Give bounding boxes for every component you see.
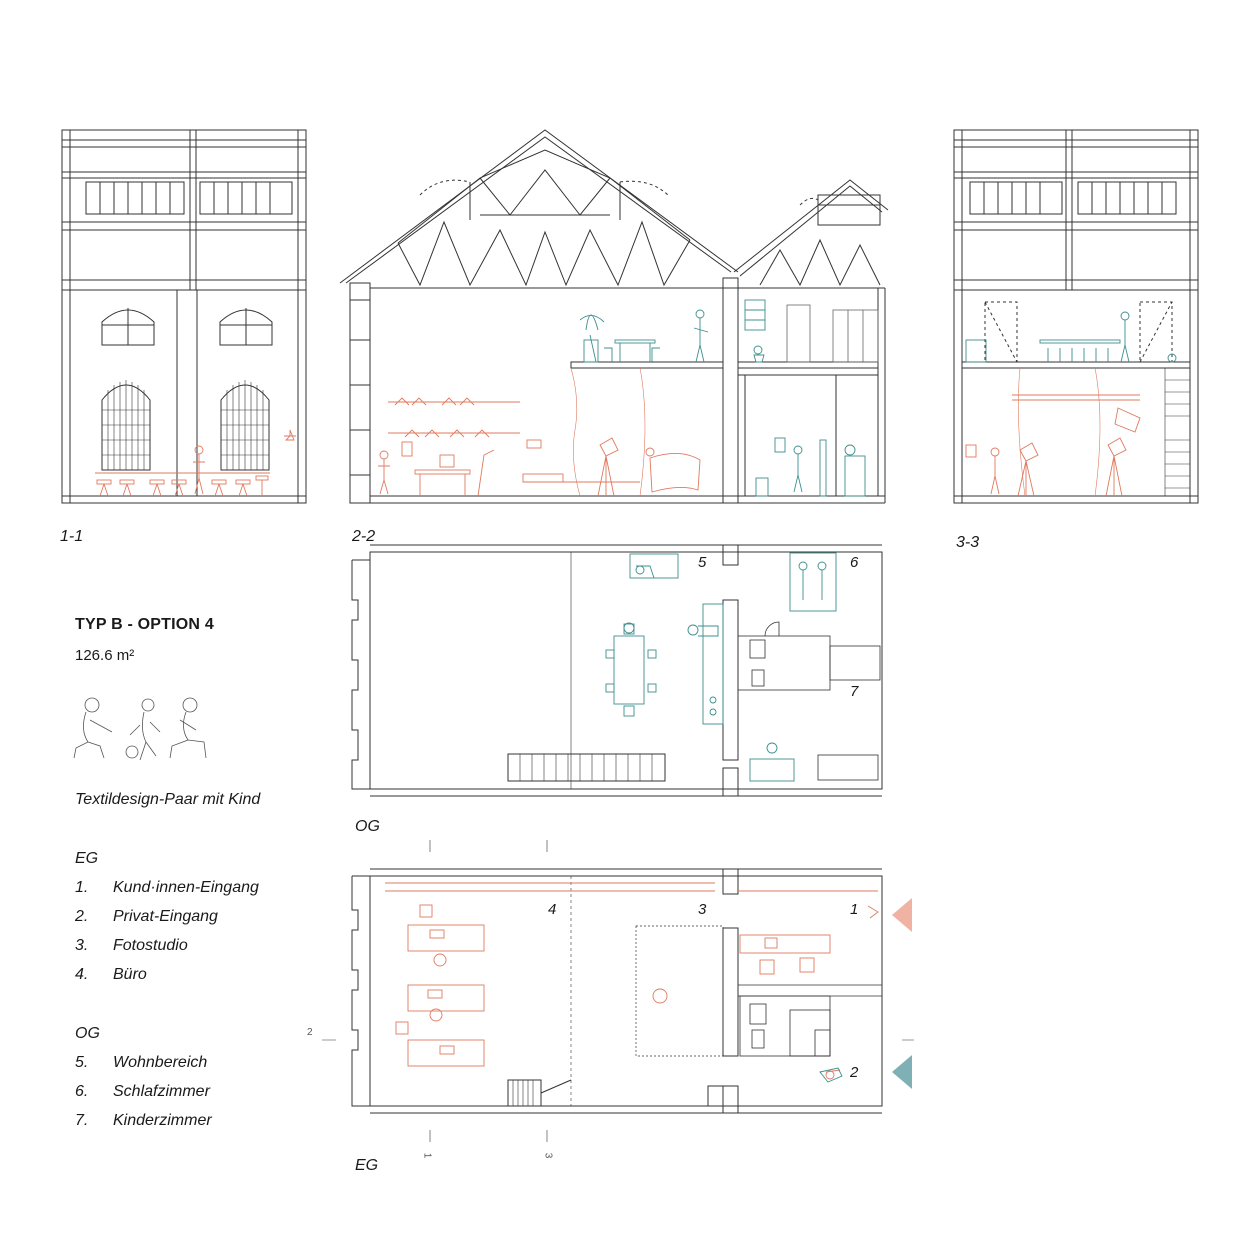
customer-entrance-arrow xyxy=(892,898,912,932)
eg-room-number: 3 xyxy=(698,901,707,918)
eg-room-number: 4 xyxy=(548,901,557,918)
legend-item: 7.Kinderzimmer xyxy=(75,1112,212,1129)
og-room-number: 7 xyxy=(850,683,859,700)
legend-heading-eg: EG xyxy=(75,850,99,867)
legend-item: 1.Kund·innen-Eingang xyxy=(75,879,259,896)
section-2-2 xyxy=(339,129,889,504)
cut-mark-3: 3 xyxy=(542,1152,554,1159)
project-area: 126.6 m² xyxy=(75,647,135,664)
plan-label-eg: EG xyxy=(355,1157,379,1174)
plan-og xyxy=(351,544,883,797)
legend-item: 2.Privat-Eingang xyxy=(75,908,218,925)
plan-label-og: OG xyxy=(355,818,380,835)
legend-item: 6.Schlafzimmer xyxy=(75,1083,210,1100)
og-room-number: 6 xyxy=(850,554,859,571)
eg-room-number: 1 xyxy=(850,901,859,918)
section-label-1-1: 1-1 xyxy=(60,528,84,545)
family-illustration xyxy=(73,697,207,761)
legend-item: 4.Büro xyxy=(75,966,147,983)
section-1-1 xyxy=(61,129,307,504)
og-room-number: 5 xyxy=(698,554,707,571)
cut-mark-1: 1 xyxy=(421,1152,433,1159)
cut-mark-2: 2 xyxy=(307,1027,313,1038)
section-3-3 xyxy=(953,129,1199,504)
project-title: TYP B - OPTION 4 xyxy=(75,616,214,633)
plan-eg xyxy=(322,840,914,1142)
private-entrance-arrow xyxy=(892,1055,912,1089)
section-label-2-2: 2-2 xyxy=(352,528,376,545)
section-label-3-3: 3-3 xyxy=(956,534,980,551)
legend-item: 5.Wohnbereich xyxy=(75,1054,208,1071)
eg-room-number: 2 xyxy=(850,1064,859,1081)
project-tagline: Textildesign-Paar mit Kind xyxy=(75,791,261,808)
legend-heading-og: OG xyxy=(75,1025,100,1042)
legend-item: 3.Fotostudio xyxy=(75,937,188,954)
